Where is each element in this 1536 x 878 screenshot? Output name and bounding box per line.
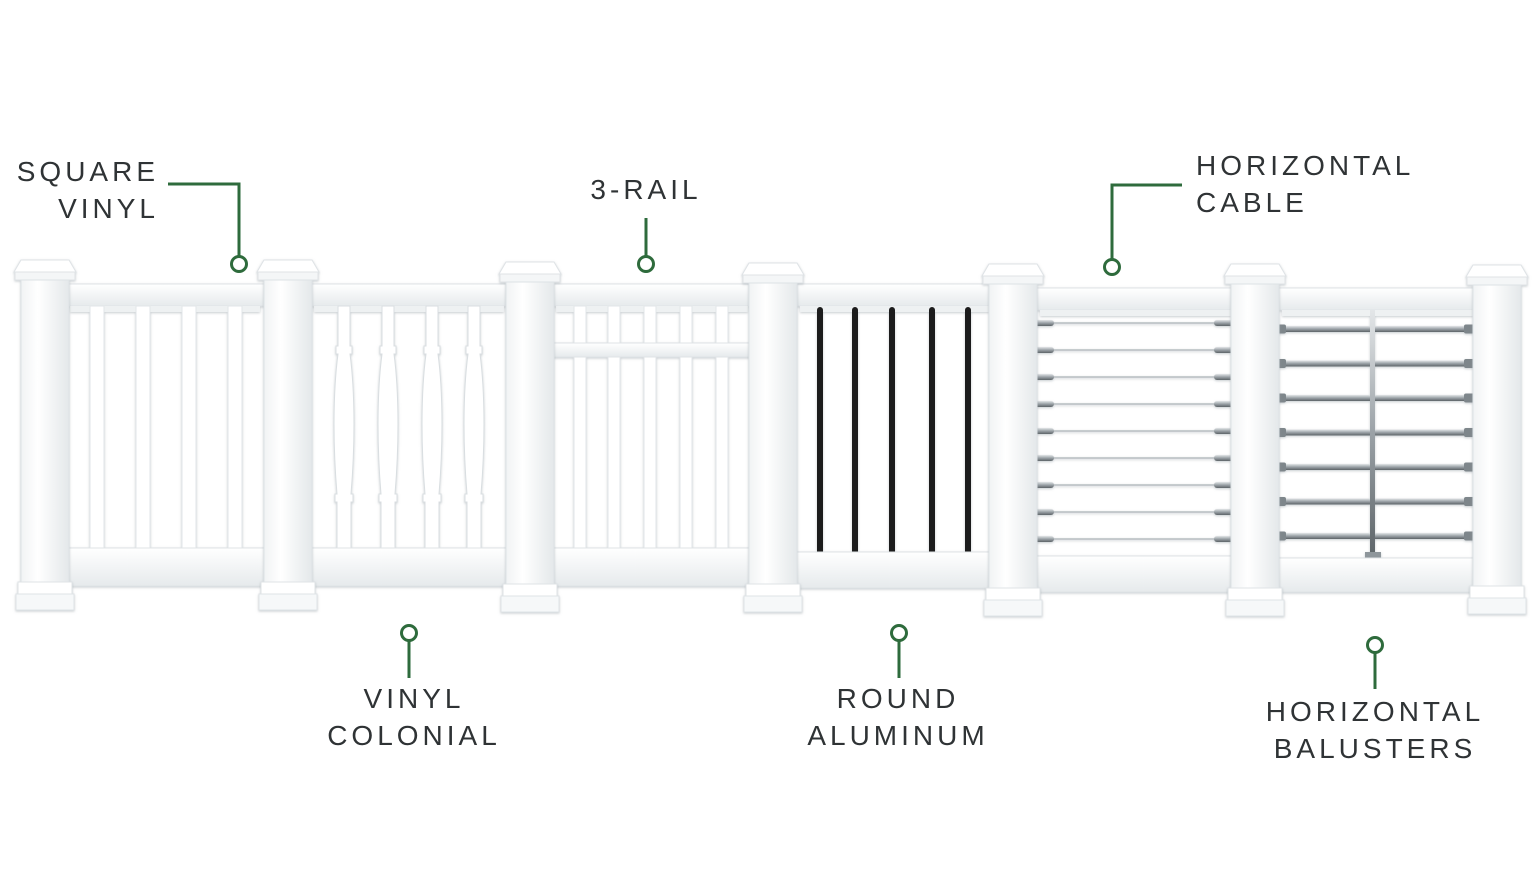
- section-horizontal-cable: [1030, 287, 1239, 593]
- post-base: [1225, 599, 1285, 617]
- post-base: [1467, 597, 1527, 615]
- post: [741, 262, 805, 613]
- section-square-vinyl: [61, 283, 267, 587]
- post-skirt: [1227, 587, 1283, 601]
- cable-fitting: [1214, 509, 1234, 515]
- callout-dot: [1103, 258, 1121, 276]
- cable-fitting: [1214, 428, 1234, 434]
- callout-dot: [400, 624, 418, 642]
- label-line: ROUND: [836, 683, 960, 714]
- label-horizontal-cable: HORIZONTAL CABLE: [1196, 147, 1414, 221]
- label-line: BALUSTERS: [1273, 733, 1477, 764]
- cable-fitting: [1214, 347, 1234, 353]
- post-cap: [1465, 264, 1529, 278]
- post-skirt: [745, 583, 801, 597]
- label-line: VINYL: [363, 683, 465, 714]
- post-base: [15, 593, 75, 611]
- callout-dot: [230, 255, 248, 273]
- cable-fitting: [1214, 374, 1234, 380]
- post-cap-band: [14, 271, 76, 281]
- post-cap: [498, 261, 562, 275]
- section-vinyl-colonial: [305, 283, 511, 587]
- label-square-vinyl: SQUARE VINYL: [17, 153, 159, 227]
- posts: [13, 259, 1529, 617]
- callout-dot: [637, 255, 655, 273]
- post: [13, 259, 77, 611]
- label-line: CABLE: [1196, 187, 1308, 218]
- post: [1223, 263, 1287, 617]
- post-shaft: [988, 283, 1038, 591]
- post: [981, 263, 1045, 617]
- post-base: [743, 595, 803, 613]
- post-cap-band: [982, 275, 1044, 285]
- callout-leaders: [168, 182, 1384, 689]
- label-line: HORIZONTAL: [1265, 696, 1485, 727]
- cable-fitting: [1214, 401, 1234, 407]
- cable-fitting: [1214, 482, 1234, 488]
- post-shaft: [20, 279, 70, 585]
- label-horizontal-balusters: HORIZONTAL BALUSTERS: [1266, 693, 1484, 767]
- callout-dot: [890, 624, 908, 642]
- post-shaft: [263, 279, 313, 585]
- square-vinyl-leader: [168, 182, 241, 256]
- cable-fitting: [1214, 320, 1234, 326]
- section-round-aluminum: [791, 283, 997, 589]
- post-base: [258, 593, 318, 611]
- post-cap-band: [257, 271, 319, 281]
- post-shaft: [505, 281, 555, 587]
- post-base: [500, 595, 560, 613]
- post-cap-band: [1466, 276, 1528, 286]
- label-line: COLONIAL: [327, 720, 501, 751]
- post-skirt: [502, 583, 558, 597]
- post-cap-band: [742, 274, 804, 284]
- post-skirt: [260, 581, 316, 595]
- cable-fitting: [1214, 536, 1234, 542]
- label-line: SQUARE: [16, 156, 159, 187]
- label-round-aluminum: ROUND ALUMINUM: [807, 680, 988, 754]
- post-cap: [256, 259, 320, 273]
- post-cap: [13, 259, 77, 273]
- post: [256, 259, 320, 611]
- horizontal-cable-leader: [1110, 183, 1182, 259]
- label-line: ALUMINUM: [807, 720, 989, 751]
- label-line: VINYL: [58, 193, 159, 224]
- post-skirt: [985, 587, 1041, 601]
- label-vinyl-colonial: VINYL COLONIAL: [327, 680, 501, 754]
- post-skirt: [1469, 585, 1525, 599]
- callout-dot: [1366, 636, 1384, 654]
- post-cap-band: [499, 273, 561, 283]
- post: [498, 261, 562, 613]
- label-3-rail: 3-RAIL: [590, 171, 701, 208]
- post-shaft: [748, 282, 798, 587]
- post-shaft: [1230, 283, 1280, 591]
- post-cap: [981, 263, 1045, 277]
- post-cap: [1223, 263, 1287, 277]
- post-cap: [741, 262, 805, 276]
- cable-fitting: [1214, 455, 1234, 461]
- section-horizontal-balusters: [1270, 287, 1481, 593]
- label-line: 3-RAIL: [590, 174, 702, 205]
- post-skirt: [17, 581, 73, 595]
- post-cap-band: [1224, 275, 1286, 285]
- label-line: HORIZONTAL: [1196, 150, 1415, 181]
- post: [1465, 264, 1529, 615]
- post-base: [983, 599, 1043, 617]
- section-3-rail: [545, 283, 755, 587]
- post-shaft: [1472, 284, 1522, 589]
